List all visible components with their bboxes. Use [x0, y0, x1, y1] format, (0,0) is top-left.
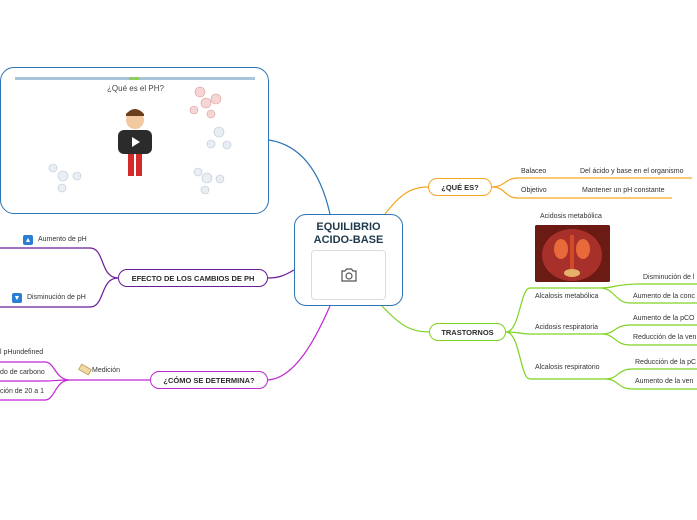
que-es-item-0[interactable]: Balaceo — [521, 168, 547, 175]
camera-icon — [340, 268, 357, 282]
efecto-item-0[interactable]: Aumento de pH — [38, 236, 87, 243]
connector-como-items — [0, 361, 71, 401]
trastornos-image-caption: Acidosis metabólica — [540, 213, 602, 220]
branch-que-es-label: ¿QUÉ ES? — [441, 182, 479, 192]
trastornos-detail-2-1[interactable]: Aumento de la ven — [635, 378, 694, 385]
connector-que-es — [384, 186, 429, 215]
como-subtopic[interactable]: Medición — [92, 367, 121, 374]
kidney-illustration — [535, 225, 610, 282]
kidney-image[interactable] — [535, 225, 610, 282]
como-item-2[interactable]: ción de 20 a 1 — [0, 388, 44, 395]
connector-trastornos-details — [599, 283, 697, 390]
que-es-detail-0[interactable]: Del ácido y base en el organismo — [580, 168, 684, 175]
arrow-down-icon: ▼ — [12, 293, 22, 303]
efecto-item-1[interactable]: Disminución de pH — [27, 294, 86, 301]
central-title-line1: EQUILIBRIO — [316, 221, 381, 233]
connector-efecto-items — [0, 247, 119, 308]
connector-video — [268, 139, 331, 215]
central-topic-title: EQUILIBRIO ACIDO-BASE — [295, 221, 402, 247]
como-item-0[interactable]: l pHundefined — [0, 349, 44, 356]
connector-que-es-items — [491, 177, 552, 199]
trastornos-item-0[interactable]: Alcalosis metabólica — [535, 293, 599, 300]
trastornos-detail-2-0[interactable]: Reducción de la pC — [635, 359, 697, 366]
play-button[interactable] — [118, 130, 152, 154]
connector-trastornos — [381, 305, 430, 333]
image-placeholder[interactable] — [311, 250, 386, 300]
central-topic[interactable]: EQUILIBRIO ACIDO-BASE — [294, 214, 403, 306]
trastornos-detail-1-1[interactable]: Reducción de la ven — [633, 334, 697, 341]
branch-efecto[interactable]: EFECTO DE LOS CAMBIOS DE PH — [118, 269, 268, 287]
branch-como[interactable]: ¿CÓMO SE DETERMINA? — [150, 371, 268, 389]
branch-que-es[interactable]: ¿QUÉ ES? — [428, 178, 492, 196]
trastornos-detail-0-1[interactable]: Aumento de la conc — [633, 293, 695, 300]
play-icon — [132, 137, 140, 147]
branch-efecto-label: EFECTO DE LOS CAMBIOS DE PH — [131, 273, 255, 283]
trastornos-detail-1-0[interactable]: Aumento de la pCO — [633, 315, 695, 322]
branch-trastornos-label: TRASTORNOS — [441, 327, 494, 337]
connector-que-es-details — [552, 177, 692, 199]
que-es-item-1[interactable]: Objetivo — [521, 187, 547, 194]
video-title: ¿Qué es el PH? — [107, 84, 164, 93]
trastornos-item-1[interactable]: Acidosis respiratoria — [535, 324, 599, 331]
arrow-up-icon: ▲ — [23, 235, 33, 245]
video-node[interactable]: ¿Qué es el PH? — [0, 67, 269, 214]
connector-como — [267, 305, 331, 381]
trastornos-detail-0-0[interactable]: Disminución de l — [643, 274, 695, 281]
branch-como-label: ¿CÓMO SE DETERMINA? — [163, 375, 255, 385]
connector-trastornos-items — [505, 287, 606, 380]
central-title-line2: ACIDO-BASE — [313, 234, 384, 246]
como-item-1[interactable]: do de carbono — [0, 369, 45, 376]
connector-efecto — [267, 269, 295, 279]
video-progress-marker — [129, 77, 139, 80]
trastornos-item-2[interactable]: Alcalosis respiratorio — [535, 364, 600, 371]
branch-trastornos[interactable]: TRASTORNOS — [429, 323, 506, 341]
que-es-detail-1[interactable]: Mantener un pH constante — [582, 187, 665, 194]
